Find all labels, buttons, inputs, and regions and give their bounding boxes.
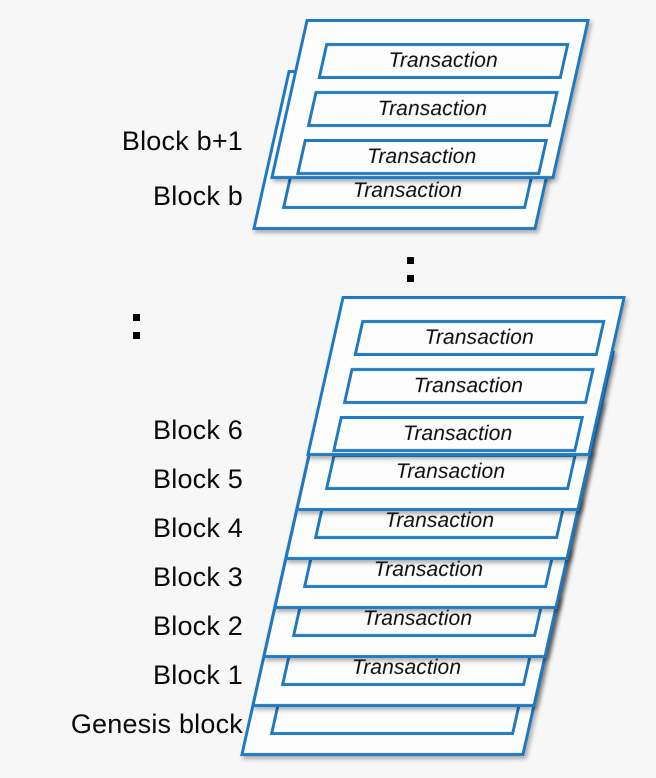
transaction-label: Transaction [403,422,513,445]
transaction-label: Transaction [363,607,473,630]
block-label-3: Block 3 [153,562,243,592]
transaction-label: Transaction [424,326,535,349]
transaction-label: Transaction [367,145,477,168]
ellipsis-dot [133,332,140,339]
transaction-label: Transaction [378,97,488,120]
transaction-label: Transaction [414,374,524,397]
transaction-box: Transaction [353,320,606,356]
block-label-5: Block 5 [153,464,243,494]
ellipsis-dot [133,314,140,321]
ellipsis-between-stacks [407,257,414,282]
transaction-box: Transaction [317,43,570,79]
transaction-label: Transaction [388,49,499,72]
block-label-1: Block 1 [153,660,243,690]
block-label-genesis: Genesis block [70,709,243,739]
transaction-label: Transaction [352,656,462,679]
ellipsis-dot [407,257,414,264]
transaction-box: Transaction [332,416,585,452]
block-6: Transaction Transaction Transaction [306,296,626,456]
ellipsis-left-column [133,314,140,339]
block-label-2: Block 2 [153,611,243,641]
block-label-4: Block 4 [153,513,243,543]
transaction-label: Transaction [385,509,495,532]
block-label-b-plus-1: Block b+1 [121,126,243,156]
block-label-b: Block b [153,181,243,211]
transaction-box: Transaction [342,368,595,404]
transaction-label: Transaction [353,179,463,202]
transaction-box: Transaction [324,454,577,490]
transaction-box: Transaction [306,91,559,127]
block-b-plus-1: Transaction Transaction Transaction [270,19,590,179]
transaction-label: Transaction [396,460,506,483]
ellipsis-dot [407,275,414,282]
transaction-box: Transaction [296,139,549,175]
block-label-6: Block 6 [153,415,243,445]
transaction-label: Transaction [374,558,484,581]
